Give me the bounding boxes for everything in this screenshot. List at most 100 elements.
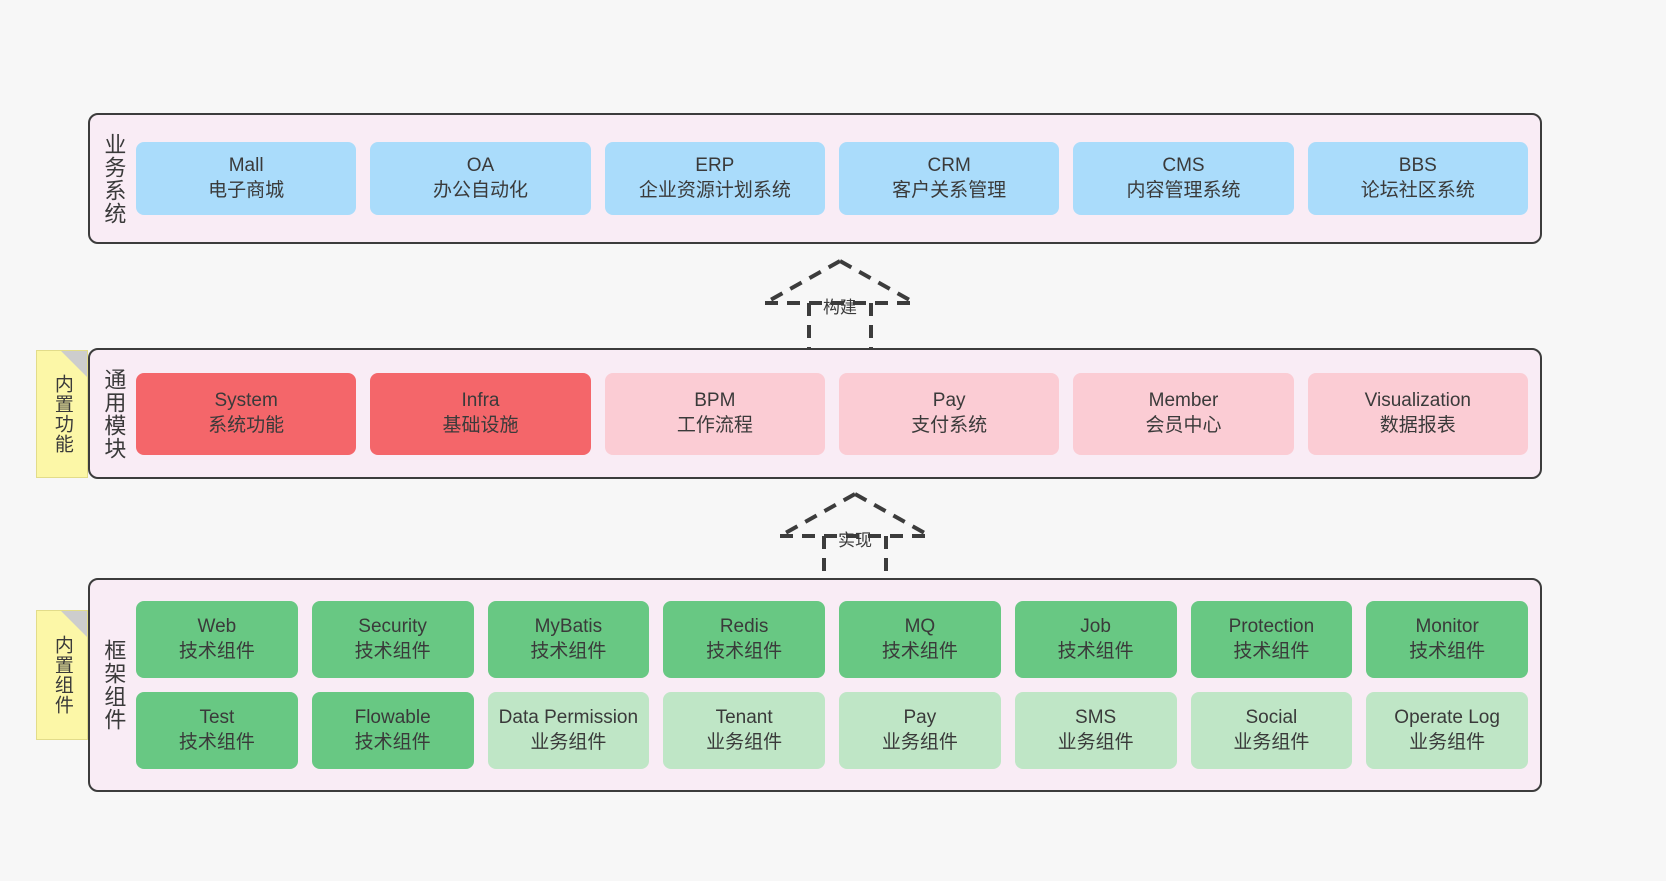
node-crm[interactable]: CRM 客户关系管理 <box>838 142 1060 215</box>
note-text: 内置功能 <box>51 374 73 454</box>
node-subtitle: 基础设施 <box>442 414 519 436</box>
node-sms[interactable]: SMS 业务组件 <box>1014 692 1177 769</box>
node-title: MyBatis <box>534 616 603 638</box>
node-subtitle: 业务组件 <box>530 731 607 753</box>
node-title: CMS <box>1162 155 1205 177</box>
node-system[interactable]: System 系统功能 <box>136 372 357 455</box>
node-job[interactable]: Job 技术组件 <box>1014 601 1177 678</box>
generalization-arrow-implement: 实现 <box>770 488 940 588</box>
node-title: Monitor <box>1415 616 1479 638</box>
node-subtitle: 技术组件 <box>178 731 255 753</box>
node-title: Web <box>197 616 237 638</box>
node-redis[interactable]: Redis 技术组件 <box>663 601 825 678</box>
node-subtitle: 办公自动化 <box>432 179 528 201</box>
node-subtitle: 技术组件 <box>881 640 958 662</box>
node-title: Protection <box>1228 616 1315 638</box>
node-title: Pay <box>932 390 966 412</box>
node-title: Mall <box>228 155 264 177</box>
node-pay-module[interactable]: Pay 支付系统 <box>838 372 1060 455</box>
node-subtitle: 数据报表 <box>1379 414 1456 436</box>
node-oa[interactable]: OA 办公自动化 <box>370 142 591 215</box>
node-subtitle: 客户关系管理 <box>892 179 1007 201</box>
node-title: Pay <box>903 707 937 729</box>
node-title: Job <box>1080 616 1111 638</box>
node-bpm[interactable]: BPM 工作流程 <box>604 372 825 455</box>
node-title: MQ <box>904 616 936 638</box>
node-bbs[interactable]: BBS 论坛社区系统 <box>1307 142 1528 215</box>
node-subtitle: 支付系统 <box>911 414 988 436</box>
node-title: Tenant <box>715 707 773 729</box>
node-title: Infra <box>461 390 500 412</box>
node-subtitle: 业务组件 <box>1233 731 1310 753</box>
node-data-permission[interactable]: Data Permission 业务组件 <box>487 692 650 769</box>
note-fold-corner-icon <box>61 611 87 637</box>
sticky-note-builtin-functions[interactable]: 内置功能 <box>36 350 88 478</box>
node-subtitle: 技术组件 <box>1233 640 1310 662</box>
node-subtitle: 会员中心 <box>1145 414 1222 436</box>
node-subtitle: 技术组件 <box>706 640 783 662</box>
node-operate-log[interactable]: Operate Log 业务组件 <box>1366 692 1528 769</box>
node-mq[interactable]: MQ 技术组件 <box>839 601 1001 678</box>
node-subtitle: 技术组件 <box>1409 640 1486 662</box>
cell-row: Mall 电子商城 OA 办公自动化 ERP 企业资源计划系统 CRM 客户关系… <box>136 142 1528 215</box>
node-mybatis[interactable]: MyBatis 技术组件 <box>487 601 650 678</box>
node-tenant[interactable]: Tenant 业务组件 <box>663 692 825 769</box>
node-title: SMS <box>1075 707 1117 729</box>
node-web[interactable]: Web 技术组件 <box>136 601 298 678</box>
layer-body-business: Mall 电子商城 OA 办公自动化 ERP 企业资源计划系统 CRM 客户关系… <box>136 115 1540 242</box>
node-title: ERP <box>695 155 735 177</box>
node-infra[interactable]: Infra 基础设施 <box>370 372 591 455</box>
node-title: Social <box>1245 707 1298 729</box>
node-pay-component[interactable]: Pay 业务组件 <box>839 692 1001 769</box>
node-flowable[interactable]: Flowable 技术组件 <box>311 692 474 769</box>
node-title: BPM <box>694 390 736 412</box>
node-title: Operate Log <box>1394 707 1500 729</box>
node-monitor[interactable]: Monitor 技术组件 <box>1366 601 1528 678</box>
layer-title-business: 业务系统 <box>101 132 127 225</box>
node-subtitle: 业务组件 <box>1409 731 1486 753</box>
node-title: CRM <box>927 155 971 177</box>
node-title: BBS <box>1398 155 1437 177</box>
node-subtitle: 技术组件 <box>354 640 431 662</box>
node-mall[interactable]: Mall 电子商城 <box>136 142 357 215</box>
node-title: Security <box>358 616 427 638</box>
node-title: OA <box>466 155 495 177</box>
cell-row: Web 技术组件 Security 技术组件 MyBatis 技术组件 Redi… <box>136 601 1528 678</box>
cell-row: System 系统功能 Infra 基础设施 BPM 工作流程 Pay 支付系统… <box>136 372 1528 455</box>
layer-framework-components[interactable]: 框架组件 Web 技术组件 Security 技术组件 MyBatis 技术组件… <box>88 578 1542 792</box>
node-subtitle: 技术组件 <box>354 731 431 753</box>
node-erp[interactable]: ERP 企业资源计划系统 <box>604 142 825 215</box>
layer-body-common: System 系统功能 Infra 基础设施 BPM 工作流程 Pay 支付系统… <box>136 350 1540 477</box>
generalization-arrow-build: 构建 <box>755 255 925 355</box>
node-visualization[interactable]: Visualization 数据报表 <box>1307 372 1528 455</box>
node-security[interactable]: Security 技术组件 <box>311 601 474 678</box>
node-subtitle: 技术组件 <box>1057 640 1134 662</box>
node-subtitle: 业务组件 <box>881 731 958 753</box>
node-subtitle: 内容管理系统 <box>1126 179 1241 201</box>
node-member[interactable]: Member 会员中心 <box>1073 372 1294 455</box>
layer-title-common: 通用模块 <box>101 367 127 460</box>
node-title: Flowable <box>354 707 431 729</box>
node-subtitle: 论坛社区系统 <box>1360 179 1475 201</box>
node-subtitle: 技术组件 <box>178 640 255 662</box>
layer-common-modules[interactable]: 通用模块 System 系统功能 Infra 基础设施 BPM 工作流程 Pay… <box>88 348 1542 479</box>
node-subtitle: 业务组件 <box>706 731 783 753</box>
layer-body-framework: Web 技术组件 Security 技术组件 MyBatis 技术组件 Redi… <box>136 580 1540 790</box>
node-subtitle: 企业资源计划系统 <box>638 179 791 201</box>
node-cms[interactable]: CMS 内容管理系统 <box>1073 142 1294 215</box>
node-protection[interactable]: Protection 技术组件 <box>1190 601 1353 678</box>
node-subtitle: 技术组件 <box>530 640 607 662</box>
node-title: Test <box>199 707 235 729</box>
node-subtitle: 系统功能 <box>208 414 285 436</box>
note-fold-corner-icon <box>61 351 87 377</box>
node-subtitle: 工作流程 <box>676 414 753 436</box>
node-test[interactable]: Test 技术组件 <box>136 692 298 769</box>
layer-title-framework: 框架组件 <box>101 639 127 731</box>
node-subtitle: 电子商城 <box>208 179 285 201</box>
node-social[interactable]: Social 业务组件 <box>1190 692 1353 769</box>
cell-row: Test 技术组件 Flowable 技术组件 Data Permission … <box>136 692 1528 769</box>
sticky-note-builtin-components[interactable]: 内置组件 <box>36 610 88 740</box>
layer-business-systems[interactable]: 业务系统 Mall 电子商城 OA 办公自动化 ERP 企业资源计划系统 CRM… <box>88 113 1542 244</box>
note-text: 内置组件 <box>51 635 73 715</box>
